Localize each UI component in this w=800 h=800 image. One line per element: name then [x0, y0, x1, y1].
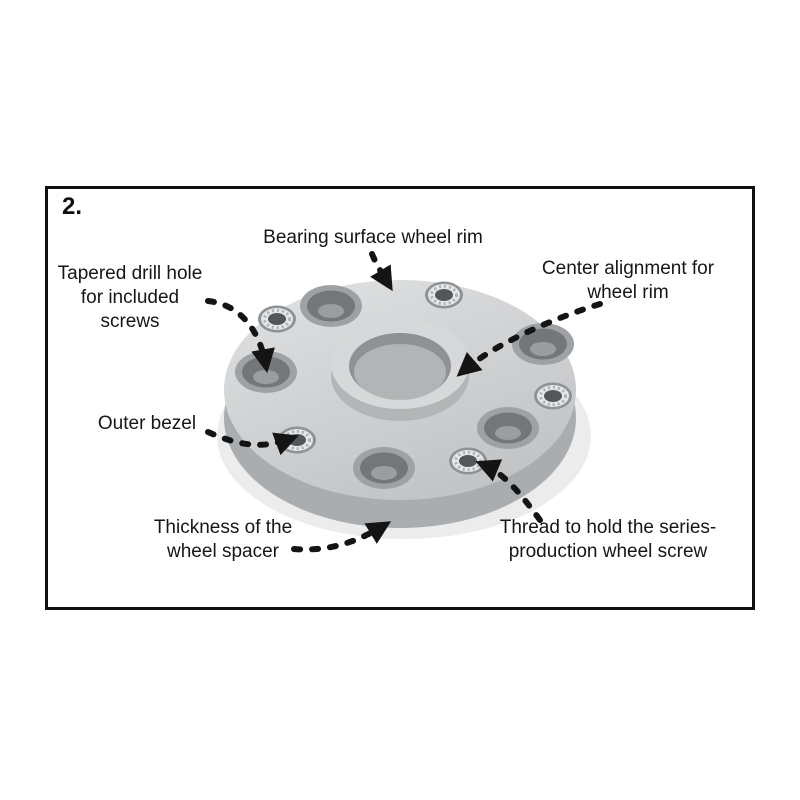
label-tapered-drill-hole: Tapered drill hole for included screws	[57, 263, 203, 332]
label-outer-bezel: Outer bezel	[97, 413, 197, 434]
label-thickness: Thickness of the wheel spacer	[153, 517, 293, 562]
label-thread: Thread to hold the series- production wh…	[499, 517, 717, 562]
label-center-alignment: Center alignment for wheel rim	[541, 258, 715, 303]
label-bearing-surface: Bearing surface wheel rim	[263, 227, 483, 248]
step-number: 2.	[62, 193, 83, 220]
